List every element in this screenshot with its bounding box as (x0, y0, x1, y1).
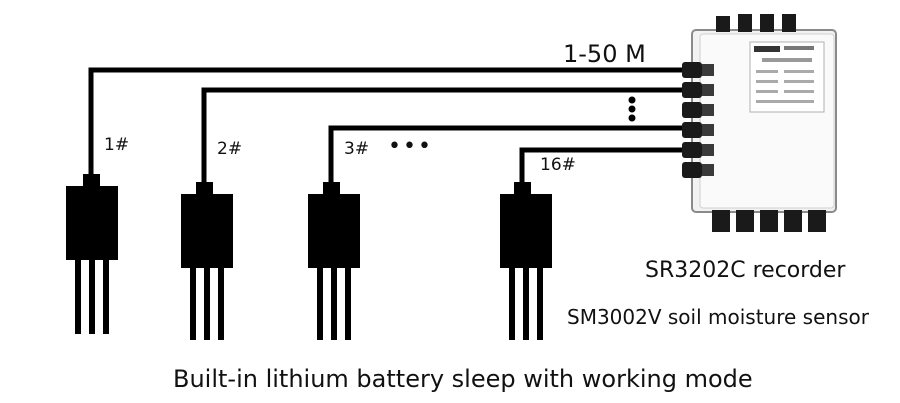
top-connector (782, 14, 796, 32)
cables (88, 67, 682, 184)
top-connector (738, 14, 752, 32)
sensor-model-label: SM3002V soil moisture sensor (567, 305, 870, 329)
sensor-label-16: 16# (540, 155, 576, 175)
label-line (784, 46, 814, 50)
label-line (784, 80, 814, 83)
cable-1 (88, 67, 682, 178)
horizontal-ellipsis: ••• (388, 134, 433, 159)
sensor-3 (308, 182, 360, 340)
sensor-2 (181, 182, 233, 340)
bottom-connector (808, 210, 826, 232)
caption: Built-in lithium battery sleep with work… (173, 365, 753, 393)
bottom-connector (760, 210, 778, 232)
recorder-brand-logo (754, 46, 780, 52)
top-connector (760, 14, 774, 32)
soil-moisture-sensor-icon (66, 174, 552, 340)
top-connector (716, 16, 730, 32)
label-line (762, 58, 812, 62)
cable-2 (201, 87, 682, 184)
label-line (784, 90, 814, 93)
recorder-device (682, 14, 837, 232)
cable-length-label: 1-50 M (563, 40, 646, 68)
recorder-label: SR3202C recorder (645, 258, 846, 283)
sensor-label-3: 3# (344, 139, 369, 159)
label-line (756, 80, 778, 83)
label-line (784, 70, 814, 73)
cable-connector-icon (682, 62, 714, 178)
bottom-connector (712, 210, 730, 232)
cable-3 (328, 125, 682, 184)
bottom-connector (784, 210, 802, 232)
label-line (756, 90, 778, 93)
sensor-1 (66, 174, 118, 334)
label-line (756, 100, 814, 103)
sensor-label-1: 1# (104, 135, 129, 155)
bottom-connector (736, 210, 754, 232)
label-line (756, 70, 778, 73)
vertical-ellipsis (628, 96, 636, 122)
sensor-label-2: 2# (217, 139, 242, 159)
cable-16 (519, 147, 682, 184)
sensor-16 (500, 182, 552, 340)
